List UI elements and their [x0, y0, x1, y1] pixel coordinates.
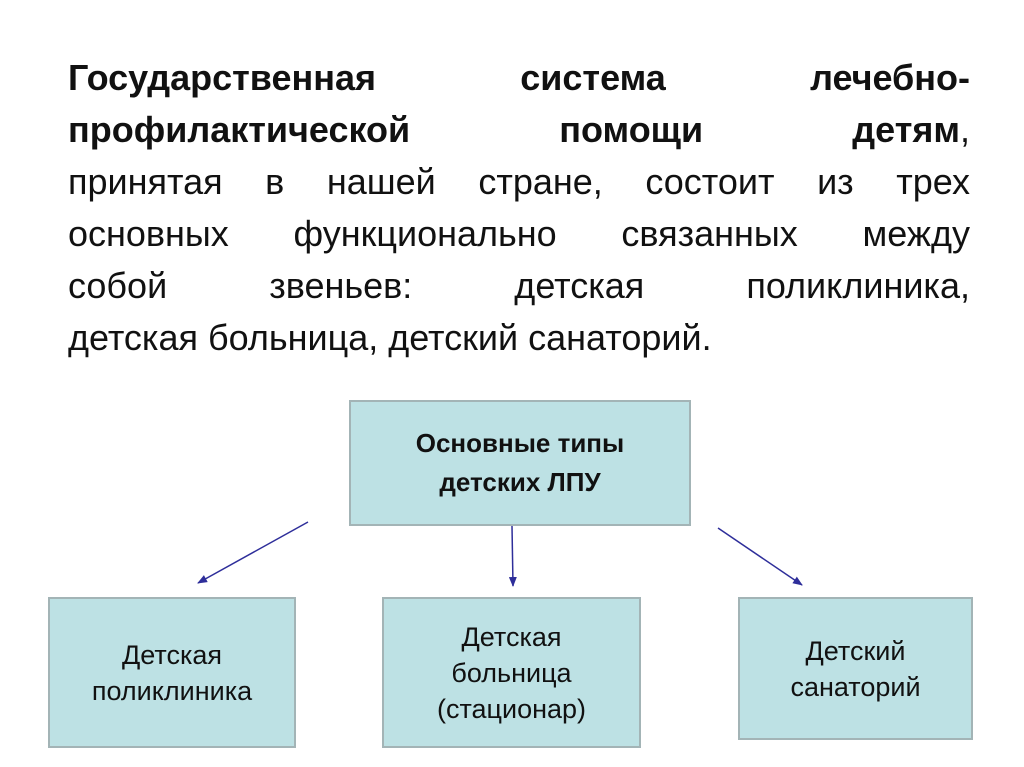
- arrow-to-sanatorium: [717, 527, 803, 586]
- box-text: Детский: [805, 635, 906, 666]
- box-text: Детская: [461, 621, 562, 652]
- box-hospital: Детская больница (стационар): [382, 597, 641, 748]
- bold-text: профилактической помощи детям: [68, 109, 960, 150]
- paragraph-line: собой звеньев: детская поликлиника,: [68, 265, 970, 306]
- paragraph-line: основных функционально связанных между: [68, 213, 970, 254]
- box-text: (стационар): [436, 693, 587, 724]
- box-text: Основные типы: [415, 428, 625, 458]
- paragraph-line: принятая в нашей стране, состоит из трех: [68, 161, 970, 202]
- arrow-to-hospital: [508, 525, 517, 587]
- paragraph-line: детская больница, детский санаторий.: [68, 317, 712, 358]
- box-text: поликлиника: [91, 675, 253, 706]
- root-box-lpu-types: Основные типы детских ЛПУ: [349, 400, 691, 526]
- box-text: Детская: [121, 639, 222, 670]
- paragraph-line: профилактической помощи детям,: [68, 104, 970, 156]
- box-text: детских ЛПУ: [439, 467, 601, 497]
- paragraph-line: Государственная система лечебно-: [68, 57, 970, 98]
- box-sanatorium: Детский санаторий: [738, 597, 973, 740]
- arrow-to-polyclinic: [197, 521, 309, 584]
- comma: ,: [959, 109, 970, 150]
- box-polyclinic: Детская поликлиника: [48, 597, 296, 748]
- box-text: больница: [451, 657, 572, 688]
- intro-paragraph: Государственная система лечебно- профила…: [68, 52, 970, 364]
- box-text: санаторий: [790, 671, 921, 702]
